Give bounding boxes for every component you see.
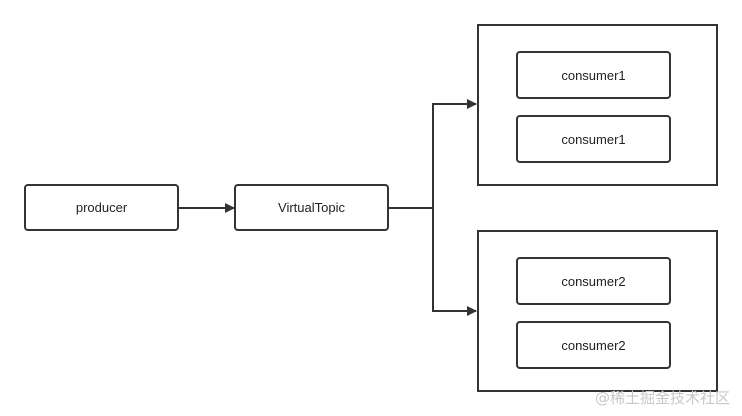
consumer1-bottom-label: consumer1 bbox=[561, 131, 626, 147]
consumer1-top-label: consumer1 bbox=[561, 67, 626, 83]
virtualtopic-node[interactable]: VirtualTopic bbox=[234, 184, 389, 231]
consumer2-top-label: consumer2 bbox=[561, 273, 626, 289]
producer-label: producer bbox=[75, 200, 128, 215]
edge-to-group1 bbox=[432, 99, 477, 208]
edge-to-group2 bbox=[432, 208, 477, 316]
consumer2-node-bottom[interactable]: consumer2 bbox=[516, 321, 671, 369]
consumer2-node-top[interactable]: consumer2 bbox=[516, 257, 671, 305]
producer-node[interactable]: producer bbox=[24, 184, 179, 231]
consumer2-bottom-label: consumer2 bbox=[561, 337, 626, 353]
virtualtopic-label: VirtualTopic bbox=[278, 200, 345, 215]
watermark-text: @稀土掘金技术社区 bbox=[594, 389, 730, 407]
consumer1-node-top[interactable]: consumer1 bbox=[516, 51, 671, 99]
consumer1-node-bottom[interactable]: consumer1 bbox=[516, 115, 671, 163]
